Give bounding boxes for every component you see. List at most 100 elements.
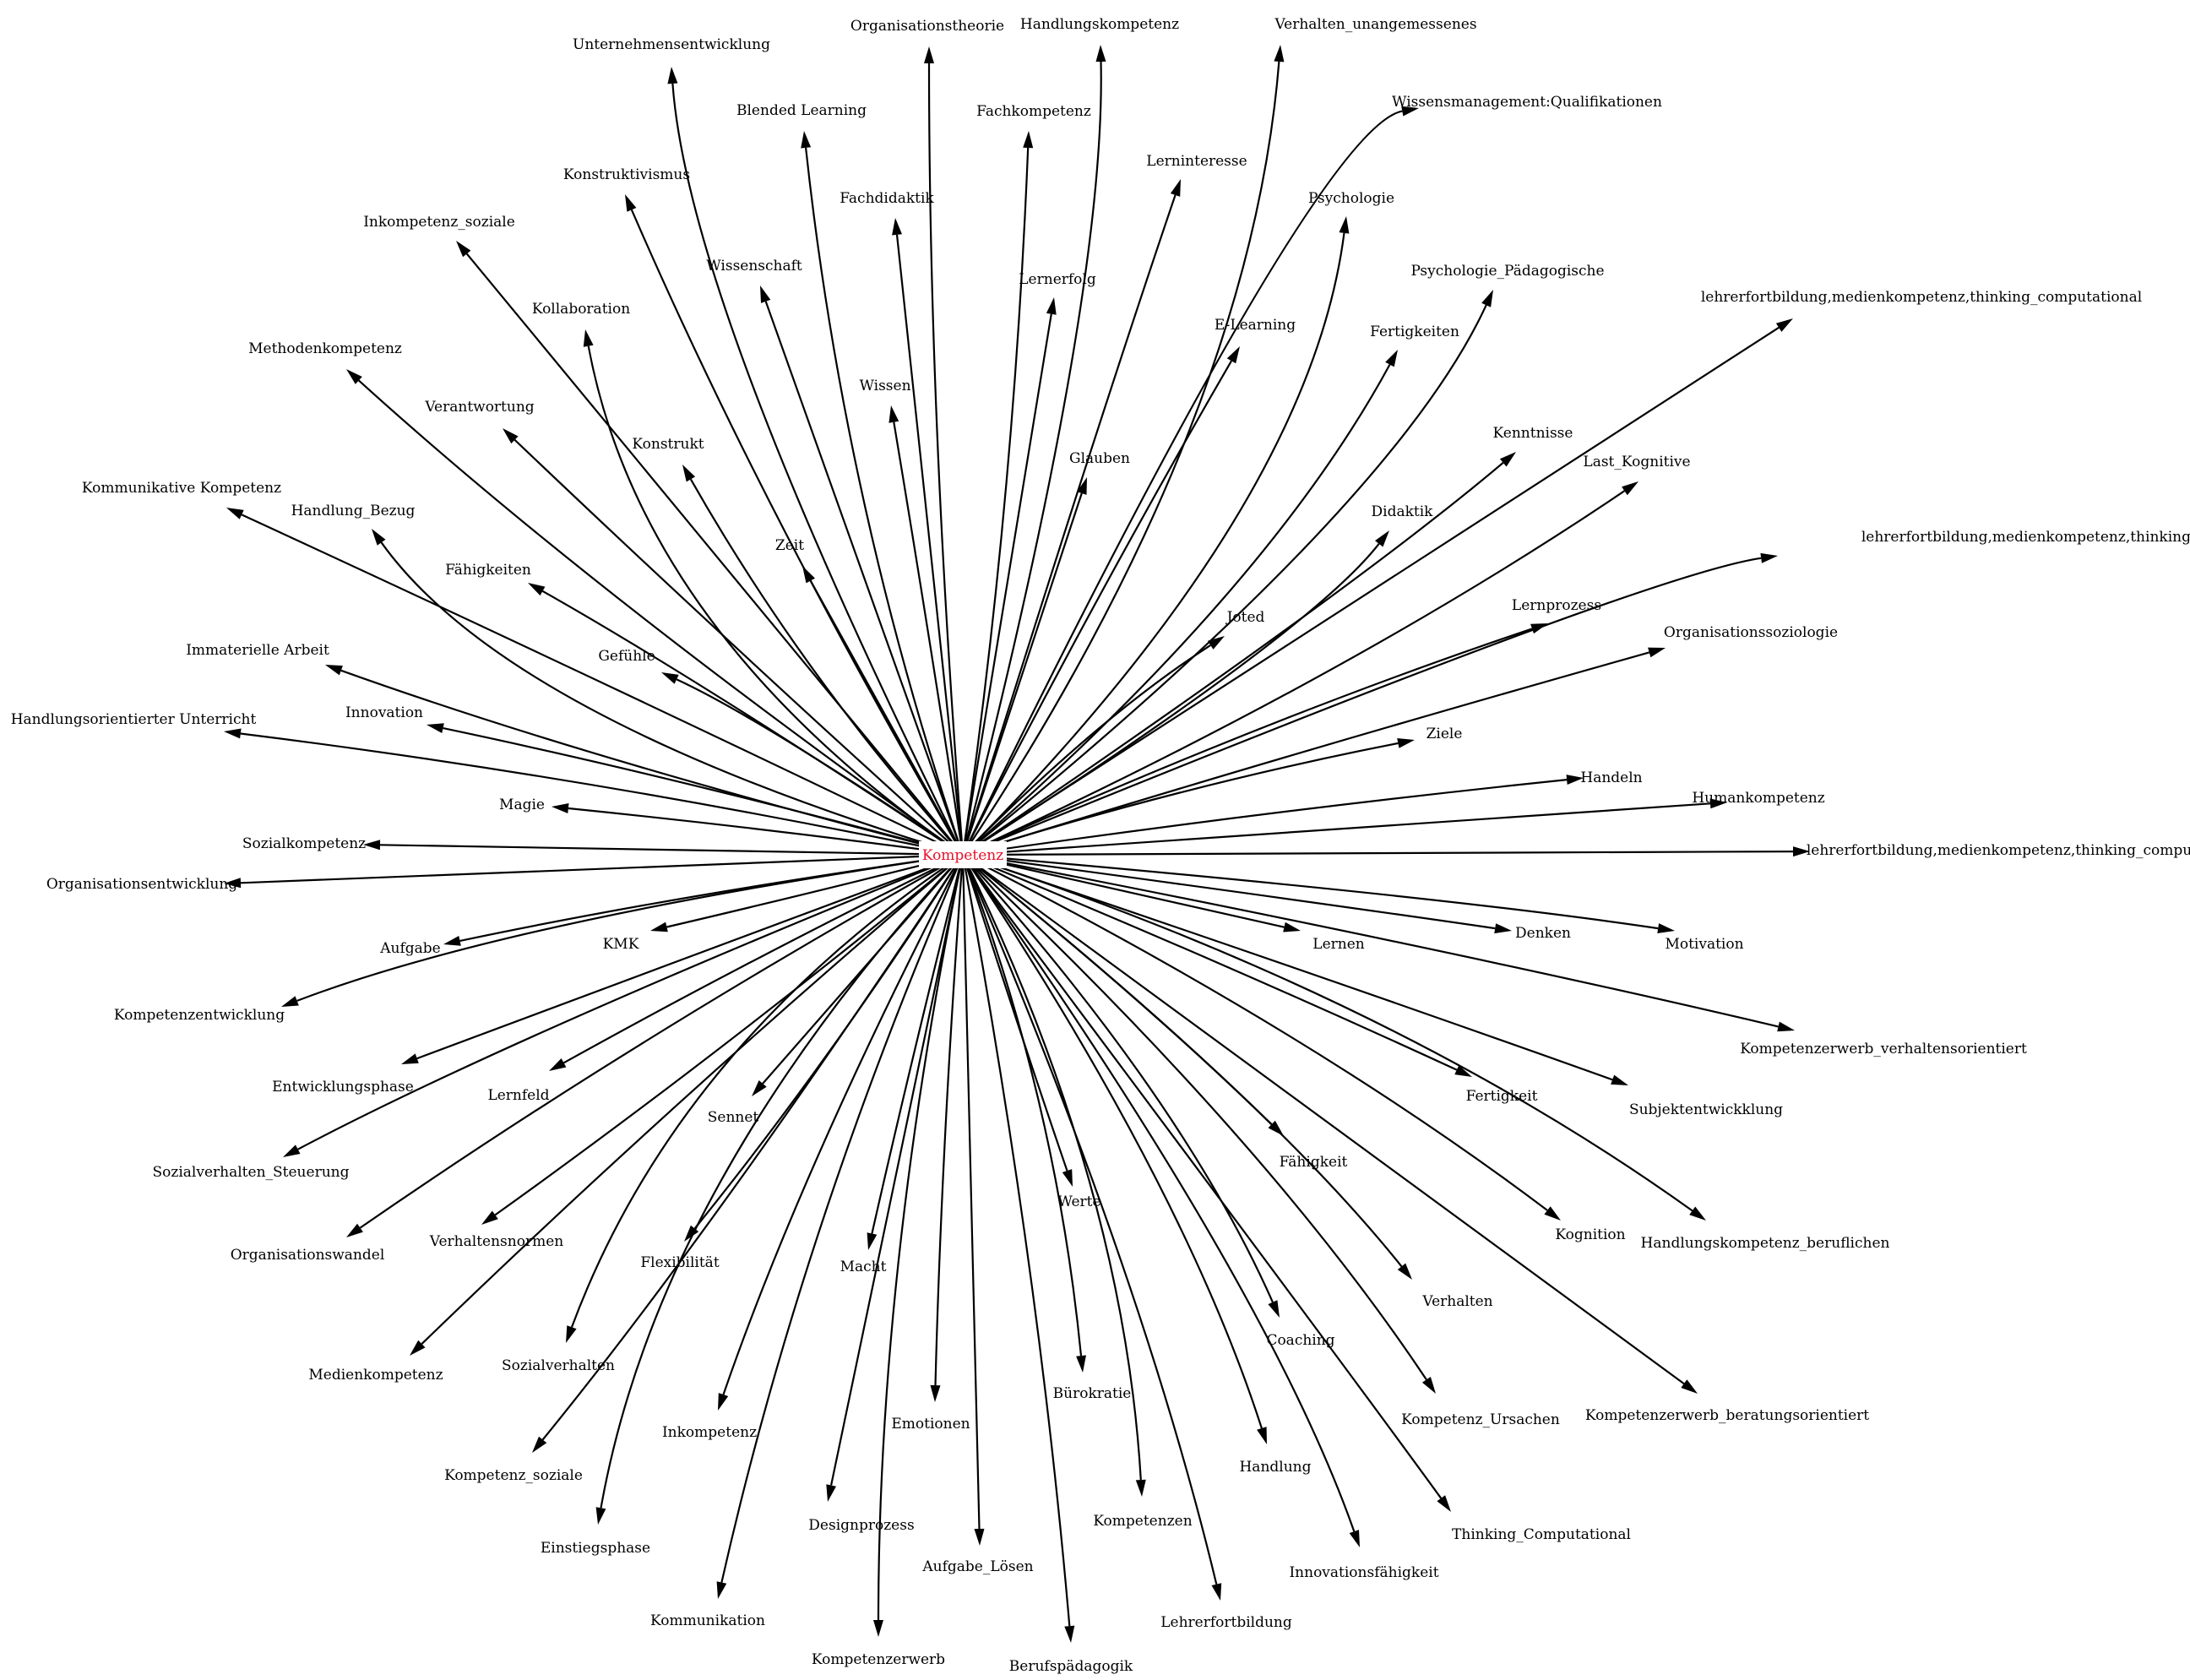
node-label[interactable]: Lernen — [1312, 936, 1364, 953]
node-label[interactable]: Berufspädagogik — [1009, 1658, 1133, 1675]
node-label[interactable]: Lehrerfortbildung — [1160, 1614, 1292, 1631]
node-label[interactable]: Handlungskompetenz_beruflichen — [1641, 1235, 1890, 1252]
node-label[interactable]: Wissenschaft — [706, 258, 802, 275]
node-label[interactable]: Gefühle — [598, 648, 655, 665]
node-label[interactable]: Fertigkeiten — [1370, 323, 1459, 340]
node-label[interactable]: Kommunikative Kompetenz — [82, 480, 281, 497]
node-label[interactable]: Aufgabe — [379, 940, 440, 957]
node-label[interactable]: Glauben — [1069, 450, 1130, 467]
node-label[interactable]: Magie — [499, 797, 545, 813]
node-label[interactable]: Kompetenzentwicklung — [114, 1007, 285, 1024]
edge — [962, 742, 1399, 856]
node-label[interactable]: Fertigkeit — [1466, 1088, 1538, 1105]
node-label[interactable]: Flexibilität — [640, 1254, 719, 1271]
node-label[interactable]: Organisationstheorie — [850, 18, 1004, 35]
arrow-head-icon — [1135, 1479, 1146, 1497]
node-label[interactable]: Inkompetenz — [662, 1424, 757, 1441]
node-label[interactable]: Handlung_Bezug — [291, 503, 416, 519]
node-label[interactable]: Kompetenzerwerb_verhaltensorientiert — [1740, 1041, 2027, 1057]
edge — [893, 421, 965, 856]
node-label[interactable]: Verhaltensnormen — [429, 1233, 563, 1250]
node-label[interactable]: Thinking_Computational — [1452, 1526, 1631, 1543]
node-label[interactable]: Kompetenzen — [1093, 1513, 1192, 1530]
arrow-head-icon — [528, 583, 546, 596]
node-label[interactable]: Kompetenzerwerb_beratungsorientiert — [1585, 1407, 1869, 1424]
edge — [380, 541, 964, 856]
node-label[interactable]: Innovation — [345, 704, 423, 721]
node-label[interactable]: KMK — [603, 936, 639, 953]
node-label[interactable]: Lernerfolg — [1019, 271, 1096, 288]
node-label[interactable]: Zeit — [775, 537, 804, 554]
node-label[interactable]: Konstruktivismus — [563, 166, 690, 183]
node-label[interactable]: Emotionen — [891, 1416, 970, 1433]
node-label[interactable]: Organisationswandel — [231, 1247, 385, 1264]
node-label[interactable]: Designprozess — [808, 1517, 914, 1534]
node-label[interactable]: Bürokratie — [1053, 1385, 1132, 1402]
node-label[interactable]: Verhalten_unangemessenes — [1274, 16, 1476, 33]
node-label[interactable]: lehrerfortbildung,medienkompetenz,thinki… — [1807, 842, 2190, 859]
node-label[interactable]: Sozialverhalten_Steuerung — [153, 1164, 350, 1181]
node-label[interactable]: Sozialverhalten — [502, 1357, 615, 1374]
node-label[interactable]: Sennet — [708, 1109, 759, 1126]
node-label[interactable]: Handlungskompetenz — [1020, 16, 1179, 33]
node-label[interactable]: Sozialkompetenz — [242, 835, 366, 852]
node-label[interactable]: Innovationsfähigkeit — [1289, 1564, 1438, 1581]
node-label[interactable]: Konstrukt — [632, 436, 704, 453]
node-label[interactable]: Didaktik — [1372, 503, 1434, 520]
arrow-head-icon — [363, 840, 381, 851]
node-label[interactable]: Organisationsentwicklung — [46, 876, 237, 893]
node-label[interactable]: Denken — [1515, 925, 1571, 942]
node-label[interactable]: Lernprozess — [1512, 597, 1601, 614]
node-label[interactable]: Kognition — [1555, 1226, 1625, 1243]
node-label[interactable]: Wissensmanagement:Qualifikationen — [1392, 94, 1662, 111]
center-node[interactable]: Kompetenz — [919, 841, 1007, 868]
node-label[interactable]: Macht — [840, 1259, 887, 1275]
node-label[interactable]: Lerninteresse — [1146, 153, 1247, 170]
node-label[interactable]: Kompetenz_Ursachen — [1401, 1411, 1560, 1428]
node-label[interactable]: Unternehmensentwicklung — [573, 36, 770, 53]
node-label[interactable]: Verantwortung — [424, 399, 534, 416]
edge — [962, 854, 1263, 1429]
node-label[interactable]: Kommunikation — [650, 1612, 765, 1629]
node-label[interactable]: Lernfeld — [487, 1087, 549, 1104]
node-label[interactable]: Entwicklungsphase — [272, 1079, 414, 1096]
node-label[interactable]: Werte — [1057, 1193, 1100, 1210]
edge — [465, 253, 964, 856]
node-label[interactable]: Organisationssoziologie — [1664, 624, 1838, 641]
node-label[interactable]: Kompetenz_soziale — [444, 1467, 583, 1484]
node-label[interactable]: lehrerfortbildung,medienkompetenz,thinki… — [1861, 529, 2190, 546]
node-label[interactable]: Wissen — [859, 378, 910, 394]
node-label[interactable]: Verhalten — [1421, 1293, 1492, 1310]
node-label[interactable]: Inkompetenz_soziale — [363, 214, 515, 231]
node-label[interactable]: Kollaboration — [532, 301, 630, 318]
node-label[interactable]: Fähigkeiten — [445, 562, 531, 579]
node-label[interactable]: Subjektentwickklung — [1629, 1101, 1783, 1118]
edge — [962, 854, 1685, 1385]
node-label[interactable]: Handlung — [1239, 1459, 1311, 1476]
node-label[interactable]: Last_Kognitive — [1583, 454, 1690, 470]
arrow-head-icon — [1566, 775, 1584, 785]
node-label[interactable]: Kenntnisse — [1493, 425, 1573, 442]
node-label[interactable]: Motivation — [1665, 936, 1743, 953]
node-label[interactable]: lehrerfortbildung,medienkompetenz,thinki… — [1701, 289, 2142, 306]
node-label[interactable]: Joted — [1225, 609, 1265, 626]
node-label[interactable]: Einstiegsphase — [541, 1540, 650, 1557]
node-label[interactable]: Psychologie_Pädagogische — [1410, 263, 1604, 280]
node-label[interactable]: Aufgabe_Lösen — [921, 1558, 1033, 1575]
node-label[interactable]: Fachkompetenz — [976, 103, 1091, 120]
node-label[interactable]: Medienkompetenz — [308, 1367, 443, 1384]
node-label[interactable]: E-Learning — [1215, 317, 1296, 334]
node-label[interactable]: Psychologie — [1308, 190, 1394, 207]
node-label[interactable]: Ziele — [1426, 726, 1463, 742]
node-label[interactable]: Handeln — [1580, 769, 1642, 786]
node-label[interactable]: Humankompetenz — [1692, 790, 1824, 807]
node-label[interactable]: Immaterielle Arbeit — [186, 642, 329, 659]
node-label[interactable]: Fachdidaktik — [840, 190, 934, 207]
node-label[interactable]: Blended Learning — [736, 102, 867, 119]
node-label[interactable]: Handlungsorientierter Unterricht — [11, 711, 257, 728]
node-label[interactable]: Fähigkeit — [1280, 1154, 1348, 1171]
edge — [962, 854, 1403, 1268]
node-label[interactable]: Coaching — [1266, 1332, 1334, 1349]
node-label[interactable]: Methodenkompetenz — [248, 340, 402, 357]
node-label[interactable]: Kompetenzerwerb — [812, 1651, 945, 1668]
